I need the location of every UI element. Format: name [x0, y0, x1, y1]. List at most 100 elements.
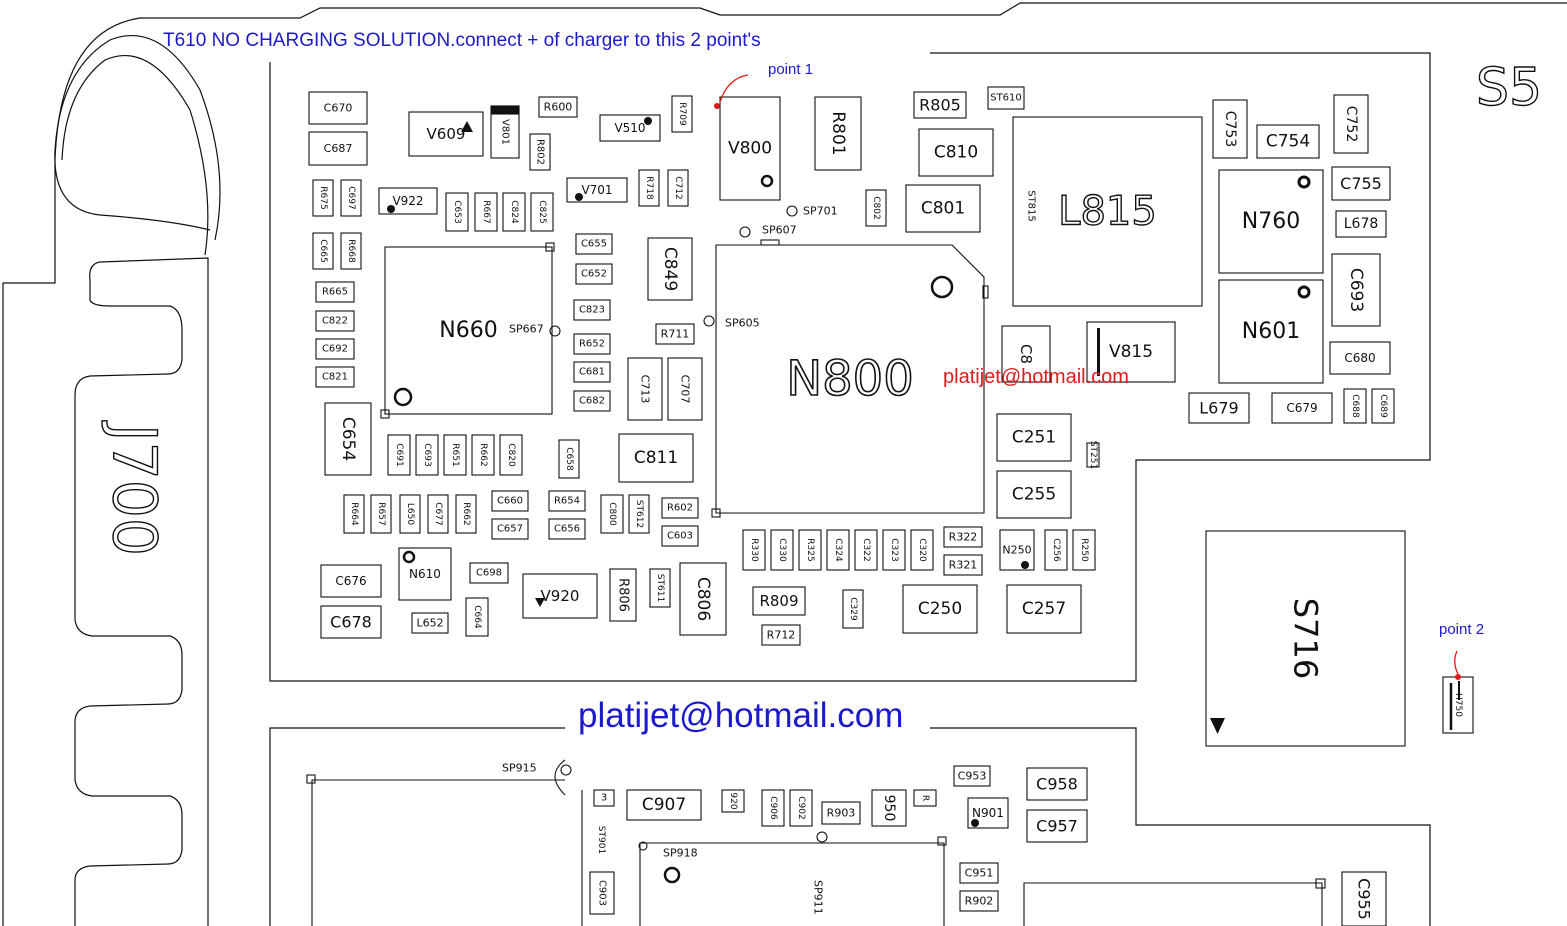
component-c907	[626, 789, 702, 821]
label-c256: C256	[1051, 538, 1061, 562]
cable-loop	[54, 35, 221, 241]
pin1-dot	[971, 819, 979, 827]
component-r711	[655, 323, 695, 345]
component-v920	[522, 573, 598, 619]
label-v510: V510	[614, 121, 645, 135]
testpoint-label-sp605: SP605	[725, 317, 760, 330]
label-l652: L652	[416, 617, 443, 630]
component-r321	[943, 554, 983, 576]
label-c682: C682	[579, 396, 605, 407]
component-c603	[661, 525, 699, 547]
testpoint-label-sp607: SP607	[762, 224, 797, 237]
chip-n800-corner-mark	[711, 508, 721, 518]
label-st251: ST251	[1088, 441, 1098, 469]
component-c707	[667, 357, 703, 421]
label-frag3: 3	[601, 793, 607, 804]
testpoint-label-sp915: SP915	[502, 762, 537, 775]
component-c955	[1341, 871, 1387, 926]
label-r805: R805	[919, 96, 961, 115]
component-st611	[649, 568, 671, 608]
component-c800	[600, 494, 624, 534]
label-c322: C322	[861, 538, 871, 561]
label-r662: R662	[478, 443, 488, 466]
label-c824: C824	[509, 200, 519, 224]
component-c688	[1343, 388, 1367, 424]
component-n760	[1218, 169, 1324, 274]
component-r657	[370, 494, 392, 534]
component-r667	[474, 192, 498, 232]
label-c810: C810	[934, 143, 978, 163]
label-r664: R664	[349, 502, 359, 526]
label-c958: C958	[1036, 775, 1078, 794]
component-r330	[742, 529, 766, 571]
chip-lower-mid-corner	[937, 836, 947, 846]
label-c957: C957	[1036, 817, 1078, 836]
component-c320	[910, 529, 934, 571]
component-c953	[953, 765, 991, 787]
testpoint-sp667	[549, 325, 561, 337]
chip-lower-right-corner	[1315, 878, 1326, 889]
label-r322: R322	[949, 531, 978, 544]
component-c322	[854, 529, 878, 571]
label-j700: J700	[99, 420, 169, 556]
chip-lower-mid-outline	[639, 842, 945, 926]
label-n901: N901	[972, 806, 1004, 820]
label-r903: R903	[827, 807, 856, 820]
label-c811: C811	[634, 448, 678, 468]
component-c906	[761, 789, 785, 827]
label-c951: C951	[965, 867, 994, 880]
component-c250	[902, 584, 978, 634]
label-c656: C656	[554, 524, 580, 535]
label-s5: S5	[1476, 58, 1542, 118]
component-c698	[469, 562, 509, 584]
component-c820	[499, 434, 523, 476]
component-c657	[491, 518, 529, 540]
label-c257: C257	[1022, 599, 1066, 619]
label-c691: C691	[394, 443, 404, 466]
testpoint-label-sp701: SP701	[803, 205, 838, 218]
pin1-dot	[644, 117, 652, 125]
component-r802	[529, 133, 551, 171]
testpoint-label-sp918: SP918	[663, 847, 698, 860]
board-outline-upper	[269, 52, 1431, 682]
component-r602	[661, 497, 699, 519]
label-r665: R665	[322, 287, 348, 298]
label-c697: C697	[346, 186, 356, 209]
component-r250	[1072, 529, 1096, 571]
label-c652: C652	[581, 269, 607, 280]
component-n601	[1218, 279, 1324, 384]
label-c752: C752	[1343, 106, 1359, 143]
switch-mark	[1210, 718, 1225, 734]
component-c713	[627, 357, 663, 421]
label-r662b: R662	[461, 502, 471, 525]
label-c655: C655	[581, 239, 607, 250]
label-r668: R668	[346, 239, 356, 263]
label-r321: R321	[949, 559, 978, 572]
component-c653	[445, 192, 469, 232]
component-c677	[427, 494, 449, 534]
component-c681	[573, 361, 611, 383]
label-c754: C754	[1266, 132, 1310, 152]
label-frag920: 920	[728, 792, 738, 809]
component-r801	[814, 96, 862, 171]
component-r664	[343, 494, 365, 534]
label-c676: C676	[335, 574, 366, 588]
component-c679	[1271, 392, 1333, 424]
component-c849	[647, 237, 693, 301]
label-st611: ST611	[655, 574, 665, 602]
label-c698: C698	[476, 568, 502, 579]
component-c689	[1371, 388, 1395, 424]
chip-n800-top-mark	[760, 239, 780, 246]
label-c688: C688	[1350, 394, 1360, 418]
label-v609: V609	[427, 125, 466, 143]
chip-n800-pin1-mark	[930, 275, 954, 299]
label-c753: C753	[1222, 111, 1238, 148]
testpoint-sp911	[816, 831, 828, 843]
label-r667: R667	[481, 200, 491, 223]
component-c255	[996, 470, 1072, 519]
label-l815: L815	[1058, 189, 1157, 235]
component-l679	[1188, 392, 1250, 424]
label-c713: C713	[639, 375, 652, 404]
component-c822	[315, 310, 355, 332]
component-r662b	[455, 494, 477, 534]
